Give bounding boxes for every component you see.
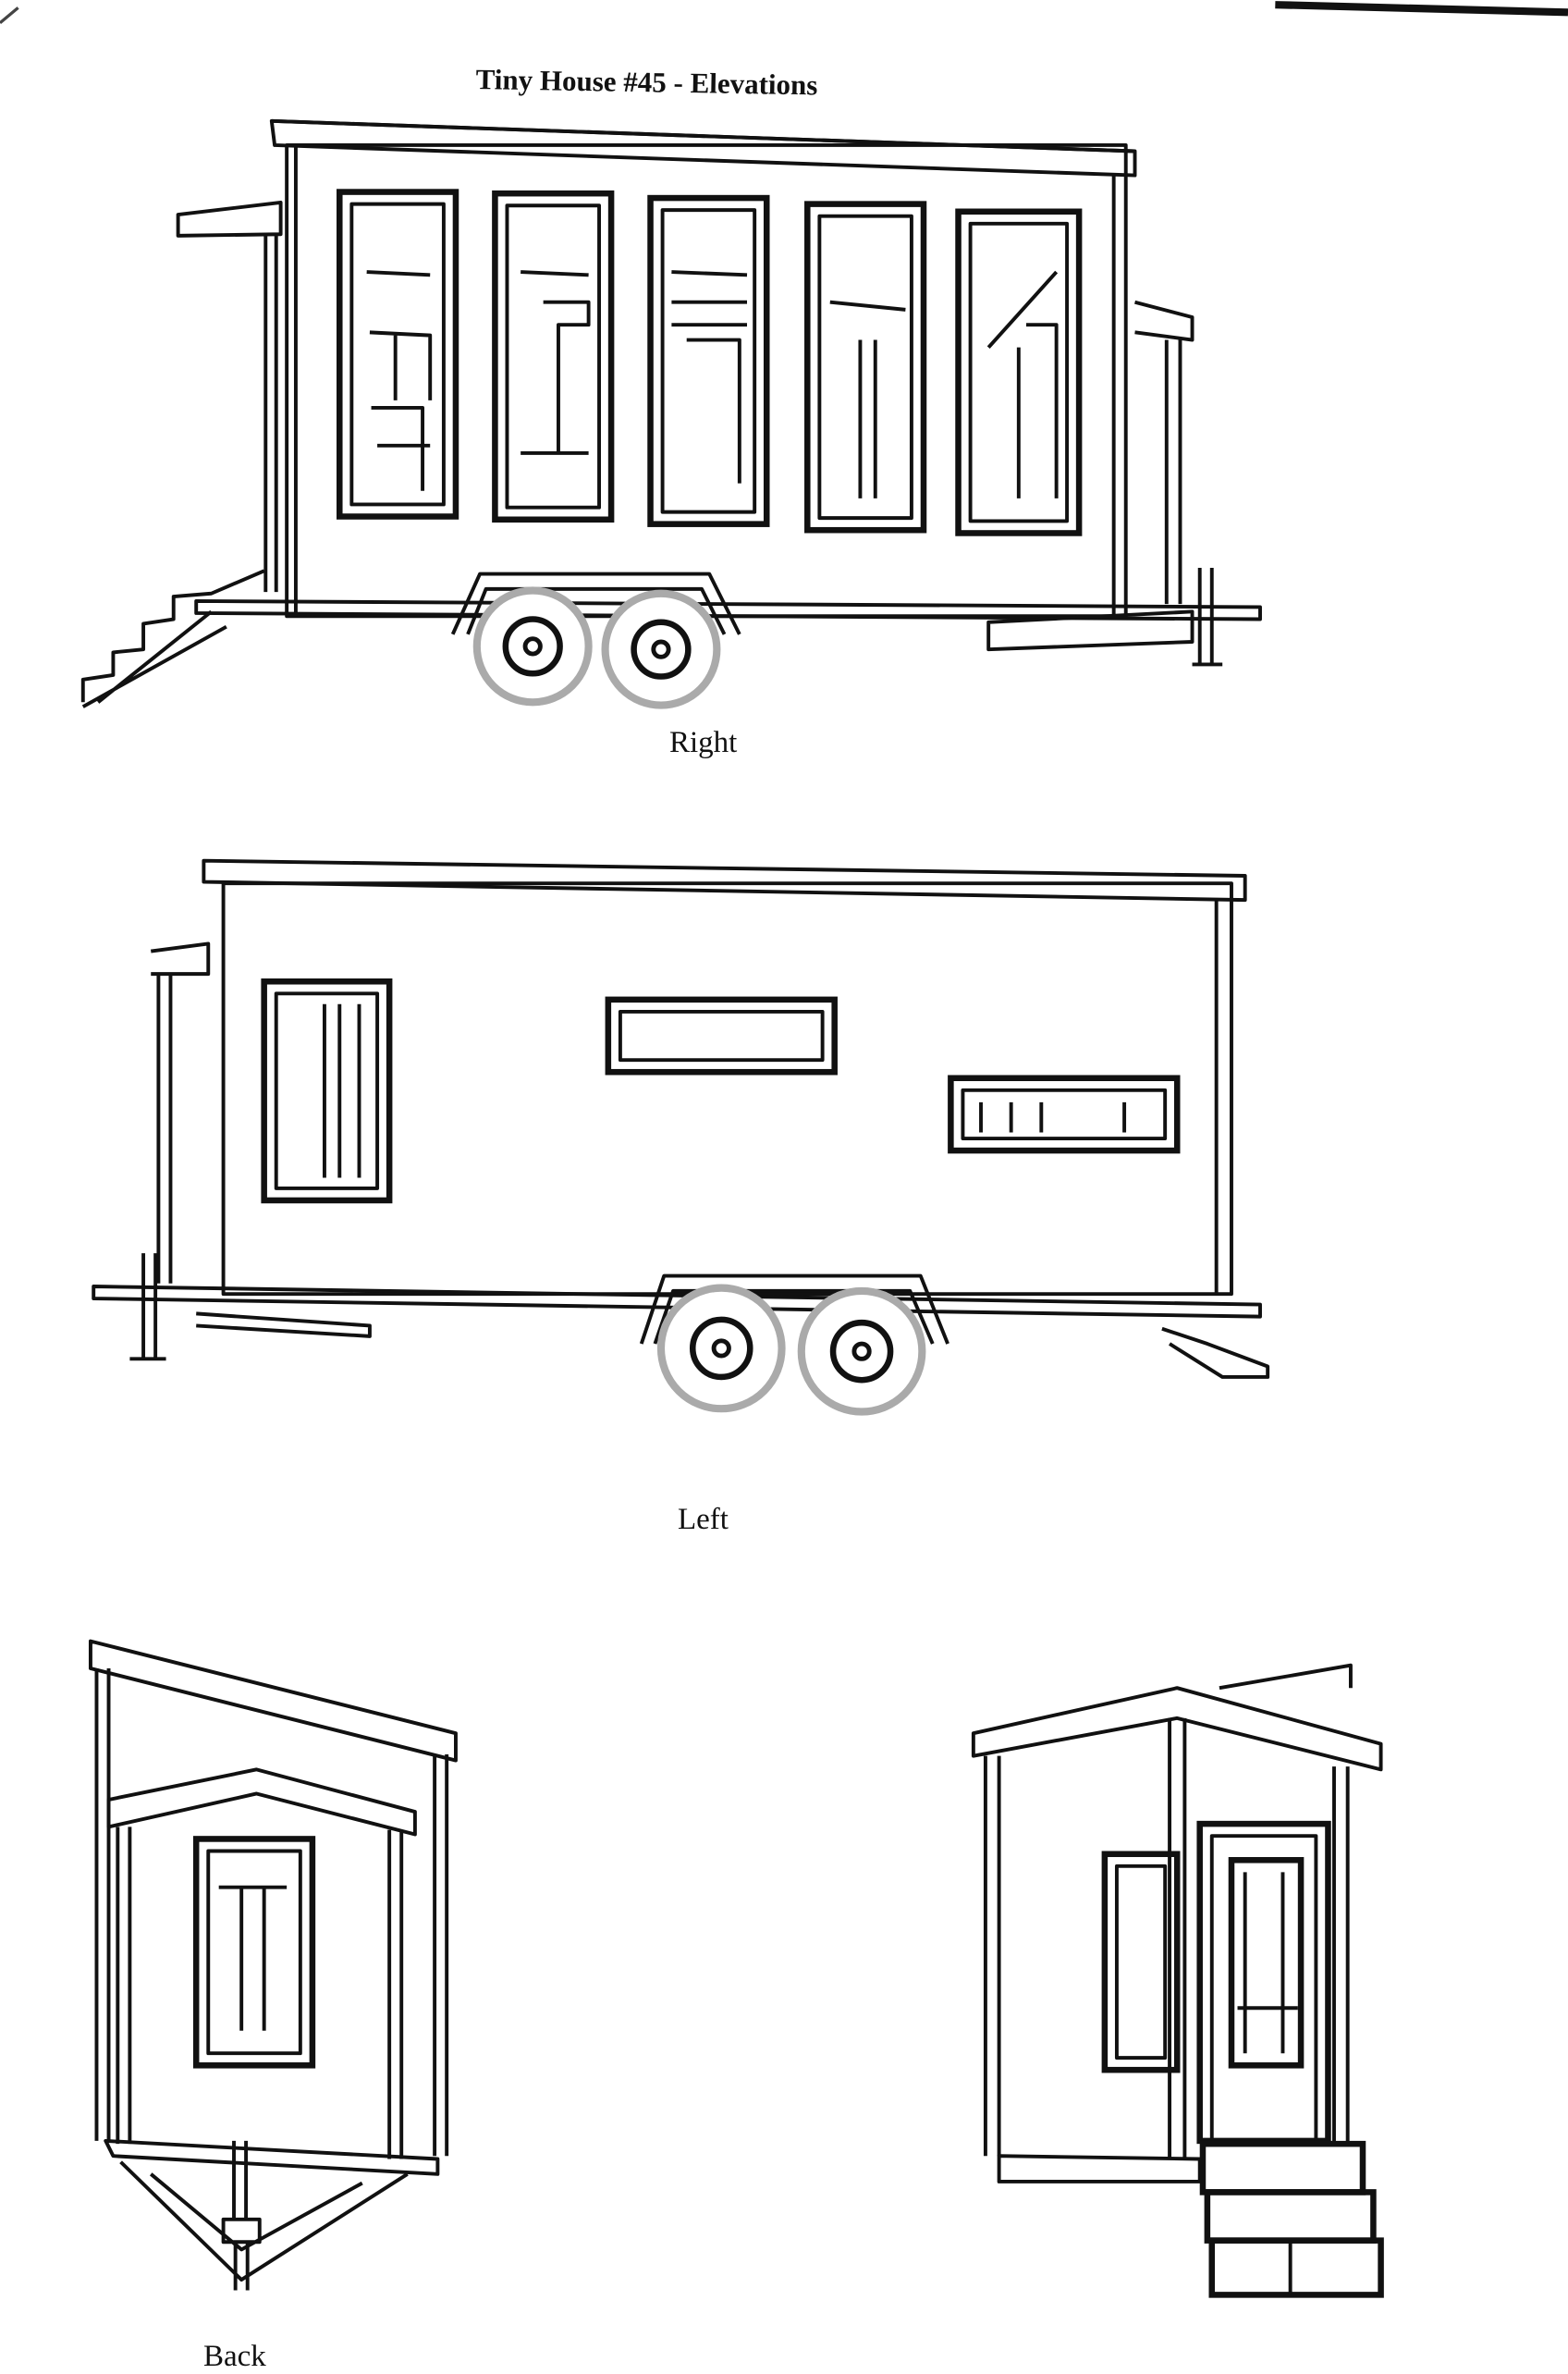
view-label-back: Back xyxy=(203,2340,266,2373)
scan-corner-mark xyxy=(0,6,19,24)
back-elevation xyxy=(88,1639,458,2291)
scan-edge-mark xyxy=(1275,1,1568,17)
page-title: Tiny House #45 - Elevations xyxy=(475,63,818,102)
front-elevation xyxy=(971,1663,1384,2298)
wheel xyxy=(797,1286,926,1416)
left-elevation xyxy=(92,858,1270,1416)
right-windows xyxy=(337,189,1083,536)
wheel xyxy=(601,589,721,709)
wheel xyxy=(472,586,593,707)
wheel xyxy=(656,1284,786,1413)
view-label-right: Right xyxy=(669,726,738,759)
right-elevation xyxy=(80,118,1262,709)
right-trailer xyxy=(80,568,1262,709)
view-label-left: Left xyxy=(678,1503,729,1536)
